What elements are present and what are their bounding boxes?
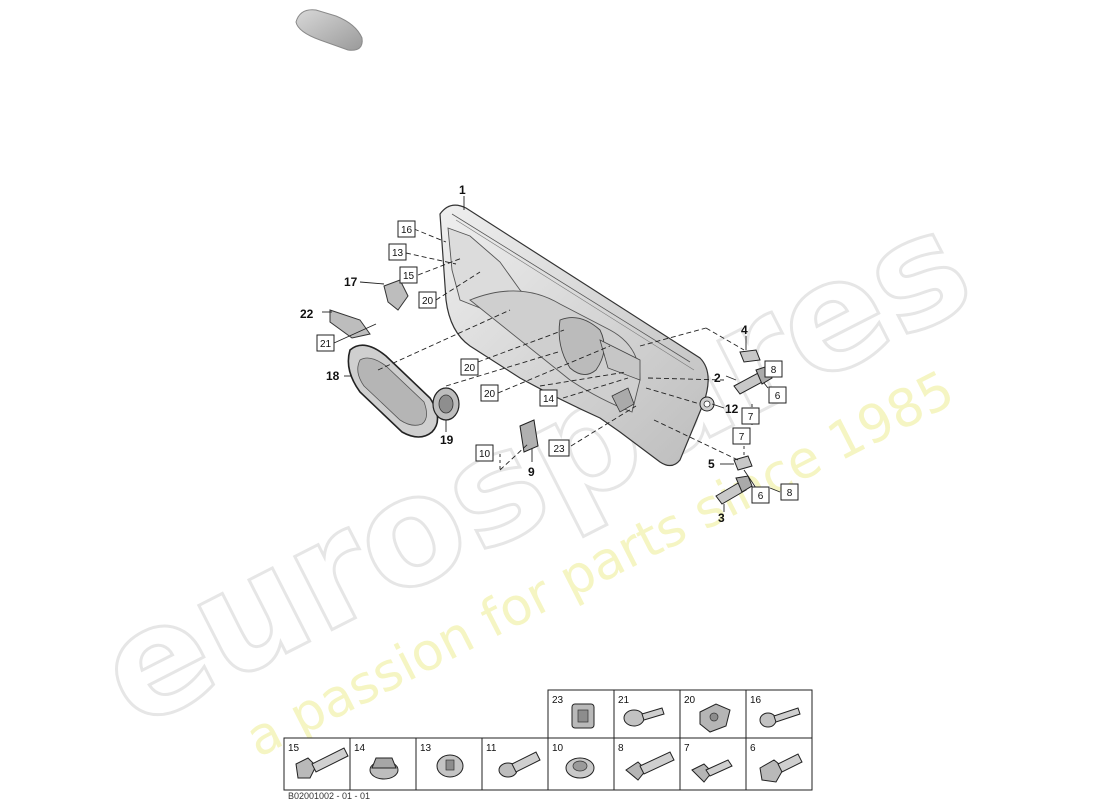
refbox-20a	[418, 291, 437, 309]
callout-12: 12	[725, 402, 739, 416]
rivet-icon	[623, 707, 665, 727]
refbox-20b-label: 20	[464, 363, 476, 374]
table-cell-21-label: 21	[618, 695, 630, 706]
table-cell-15-label: 15	[288, 743, 300, 754]
refbox-20b	[460, 358, 479, 376]
part-3-bolt	[715, 475, 753, 505]
vehicle-thumbnail	[295, 9, 363, 51]
diagram-code: B02001002 - 01 - 01	[288, 791, 370, 800]
refbox-15-label: 15	[403, 271, 415, 282]
part-22-clip	[329, 309, 371, 339]
parts-table: 23 21 20 16 15 14 13 11 10 8 7 6	[283, 689, 813, 791]
refbox-6a	[768, 386, 787, 404]
refbox-21	[316, 334, 335, 352]
callout-4: 4	[741, 323, 748, 337]
refbox-8b	[780, 483, 799, 501]
refbox-16-label: 16	[401, 225, 413, 236]
hex-bolt-icon	[295, 747, 349, 779]
reference-boxes: 16 13 15 20 21 20 20 14 10 23 8 6 7 7 6 …	[316, 220, 799, 504]
callout-19: 19	[440, 433, 454, 447]
table-cell-23-label: 23	[552, 695, 564, 706]
refbox-7b-label: 7	[739, 432, 745, 443]
blanking-plug-icon	[436, 754, 464, 778]
part-9-stop	[519, 419, 539, 453]
callout-3: 3	[718, 511, 725, 525]
refbox-15	[399, 266, 418, 284]
door-shell	[439, 204, 709, 467]
refbox-13-label: 13	[392, 248, 404, 259]
refbox-10-label: 10	[479, 449, 491, 460]
table-cell-8-label: 8	[618, 743, 624, 754]
refbox-7b	[732, 427, 751, 445]
refbox-21-label: 21	[320, 339, 332, 350]
stud-bolt-icon	[498, 751, 541, 778]
washer-nut-icon	[565, 757, 595, 779]
refbox-20c	[480, 384, 499, 402]
flange-bolt-icon	[691, 759, 733, 783]
table-cell-20-label: 20	[684, 695, 696, 706]
refbox-10	[475, 444, 494, 462]
refbox-20c-label: 20	[484, 389, 496, 400]
refbox-8a-label: 8	[771, 365, 777, 376]
refbox-14	[539, 389, 558, 407]
callout-1: 1	[459, 183, 466, 197]
callout-17: 17	[344, 275, 358, 289]
clip-nut-icon	[571, 703, 595, 729]
flange-nut-icon	[369, 757, 399, 780]
screw-icon	[759, 707, 801, 728]
callout-22: 22	[300, 307, 314, 321]
part-12-washer	[699, 396, 715, 412]
refbox-23	[548, 439, 570, 457]
hex-flange-bolt-icon	[759, 753, 803, 783]
table-cell-13-label: 13	[420, 743, 432, 754]
callout-9: 9	[528, 465, 535, 479]
part-5-washer	[733, 455, 753, 471]
refbox-14-label: 14	[543, 394, 555, 405]
refbox-13	[388, 243, 407, 261]
callout-5: 5	[708, 457, 715, 471]
refbox-7a	[741, 407, 760, 425]
refbox-7a-label: 7	[748, 412, 754, 423]
table-cell-6-label: 6	[750, 743, 756, 754]
refbox-8b-label: 8	[787, 488, 793, 499]
table-cell-16-label: 16	[750, 695, 762, 706]
table-cell-10-label: 10	[552, 743, 564, 754]
table-cell-11-label: 11	[486, 743, 497, 754]
refbox-23-label: 23	[553, 444, 565, 455]
refbox-20a-label: 20	[422, 296, 434, 307]
expansion-clip-icon	[699, 703, 731, 733]
refbox-16	[397, 220, 416, 238]
part-19-plug	[432, 387, 460, 421]
shoulder-bolt-icon	[625, 751, 675, 781]
refbox-6a-label: 6	[775, 391, 781, 402]
refbox-6b	[751, 486, 770, 504]
table-cell-14-label: 14	[354, 743, 366, 754]
part-17-bracket	[383, 279, 409, 311]
table-cell-7-label: 7	[684, 743, 690, 754]
callout-labels: 1 17 22 18 19 9 4 2 12 5 3	[300, 183, 748, 525]
callout-18: 18	[326, 369, 340, 383]
leader-lines	[322, 196, 781, 512]
part-4-washer	[739, 349, 761, 363]
callout-2: 2	[714, 371, 721, 385]
refbox-8a	[764, 360, 783, 378]
part-18-cover	[347, 344, 439, 438]
refbox-6b-label: 6	[758, 491, 764, 502]
